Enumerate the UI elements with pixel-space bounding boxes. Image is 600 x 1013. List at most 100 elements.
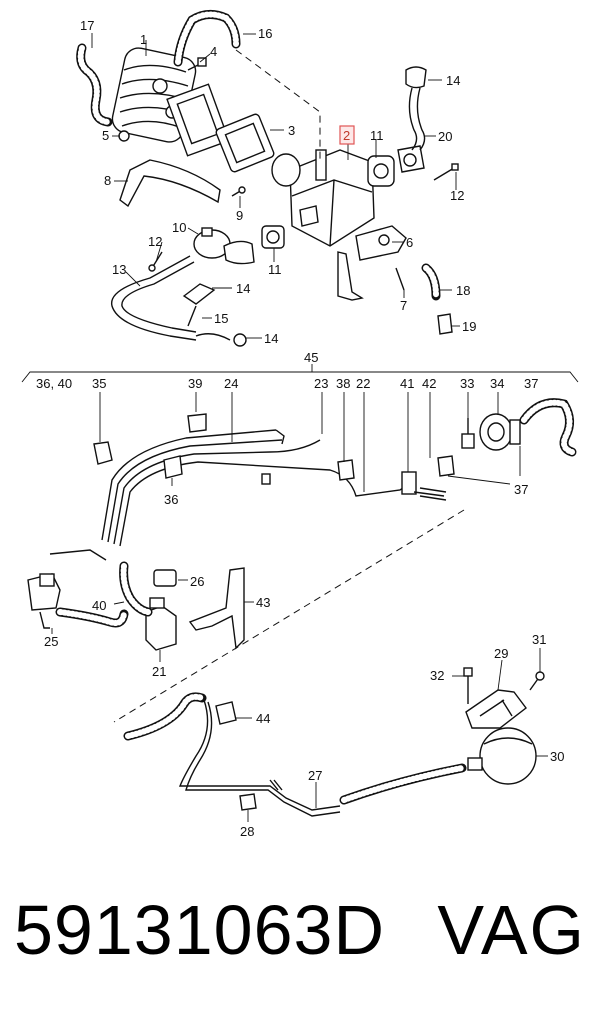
middle-leaders: [51, 392, 521, 723]
callout-12-left: 12: [148, 234, 162, 249]
clip-36: [163, 455, 183, 479]
gasket-3: [215, 113, 275, 173]
mount-bracket: [337, 251, 364, 301]
callout-21: 21: [152, 664, 166, 679]
callout-26: 26: [190, 574, 204, 589]
bolt-12-right: [433, 163, 459, 181]
clip-42: [437, 455, 455, 477]
callout-40: 40: [92, 598, 106, 613]
callout-19: 19: [462, 319, 476, 334]
callout-39: 39: [188, 376, 202, 391]
callout-5: 5: [102, 128, 109, 143]
callout-18: 18: [456, 283, 470, 298]
gasket-11-upper: [367, 155, 395, 187]
callout-6: 6: [406, 235, 413, 250]
coolant-hose-16: [173, 10, 241, 67]
callout-43: 43: [256, 595, 270, 610]
egr-pipe-13: [111, 255, 216, 341]
callout-15: 15: [214, 311, 228, 326]
callout-30: 30: [550, 749, 564, 764]
egr-pipe-20: [397, 66, 427, 173]
callout-32: 32: [430, 668, 444, 683]
callout-12-right: 12: [450, 188, 464, 203]
egr-valve-10: [193, 227, 255, 265]
bracket-43: [188, 567, 245, 650]
bracket-8: [119, 159, 221, 208]
callout-33: 33: [460, 376, 474, 391]
vacuum-hose-44: [123, 692, 207, 741]
vacuum-hose-21: [119, 561, 153, 617]
callout-41: 41: [400, 376, 414, 391]
clip-19: [437, 313, 453, 335]
bolt-7: [395, 267, 405, 291]
clip-35: [93, 441, 113, 465]
clip-28: [239, 793, 257, 811]
callout-42: 42: [422, 376, 436, 391]
callout-3: 3: [288, 123, 295, 138]
callout-1: 1: [140, 32, 147, 47]
solenoid-valve-21: [145, 597, 177, 651]
damper-34: [479, 413, 521, 451]
callout-2: 2: [343, 128, 350, 143]
bolt-31: [529, 671, 545, 691]
callout-29: 29: [494, 646, 508, 661]
t-connector-41: [401, 471, 447, 501]
callout-7: 7: [400, 298, 407, 313]
pressure-converter-25: [27, 549, 107, 629]
callout-27: 27: [308, 768, 322, 783]
callout-4: 4: [210, 44, 217, 59]
part-number: 59131063D: [14, 891, 385, 969]
highlighted-callout-box: [339, 125, 355, 145]
bracket-29: [465, 689, 527, 729]
bolt-12-left: [148, 251, 163, 272]
callout-20: 20: [438, 129, 452, 144]
hose-18: [421, 263, 441, 301]
callout-25: 25: [44, 634, 58, 649]
clip-38: [337, 459, 355, 481]
callout-24: 24: [224, 376, 238, 391]
vacuum-hose-27: [339, 763, 467, 805]
vacuum-hose-40: [55, 607, 129, 628]
connector-26: [153, 569, 177, 587]
callout-44: 44: [256, 711, 270, 726]
callout-22: 22: [356, 376, 370, 391]
callout-38: 38: [336, 376, 350, 391]
callout-8: 8: [104, 173, 111, 188]
egr-cooler: [111, 47, 230, 157]
filter-33: [461, 418, 475, 449]
top-leaders: [91, 33, 460, 339]
bracket-6: [355, 225, 407, 261]
bolt-32: [463, 667, 473, 704]
callout-16: 16: [258, 26, 272, 41]
callout-34: 34: [490, 376, 504, 391]
callout-28: 28: [240, 824, 254, 839]
callout-11-lower: 11: [268, 262, 282, 277]
callout-9: 9: [236, 208, 243, 223]
screw-15: [187, 305, 197, 327]
coolant-hose-17: [76, 43, 113, 127]
egr-housing-2: [271, 149, 375, 247]
callout-36-40: 36, 40: [36, 376, 72, 391]
gasket-11-lower: [261, 225, 285, 249]
callout-17: 17: [80, 18, 94, 33]
caption-footer: 59131063D VAG: [0, 880, 600, 990]
bottom-leaders: [236, 648, 548, 822]
group-bracket-45: [21, 371, 579, 383]
callout-14-top: 14: [446, 73, 460, 88]
callout-35: 35: [92, 376, 106, 391]
clip-39: [187, 413, 207, 433]
vacuum-hose-37: [519, 398, 577, 457]
callout-37-top: 37: [524, 376, 538, 391]
callout-14-lower: 14: [264, 331, 278, 346]
clamp-14-lower: [195, 333, 247, 347]
callout-36: 36: [164, 492, 178, 507]
callout-labels: 17 1 16 4 3 5 8 9 10 11 12 13 14 15 14 2…: [36, 18, 564, 839]
bolt-9: [231, 186, 246, 197]
callout-23: 23: [314, 376, 328, 391]
callout-14-middle: 14: [236, 281, 250, 296]
vacuum-line-27: [178, 699, 341, 817]
vacuum-line-bundle: [101, 429, 413, 547]
callout-31: 31: [532, 632, 546, 647]
nut-5: [118, 130, 130, 142]
callout-13: 13: [112, 262, 126, 277]
